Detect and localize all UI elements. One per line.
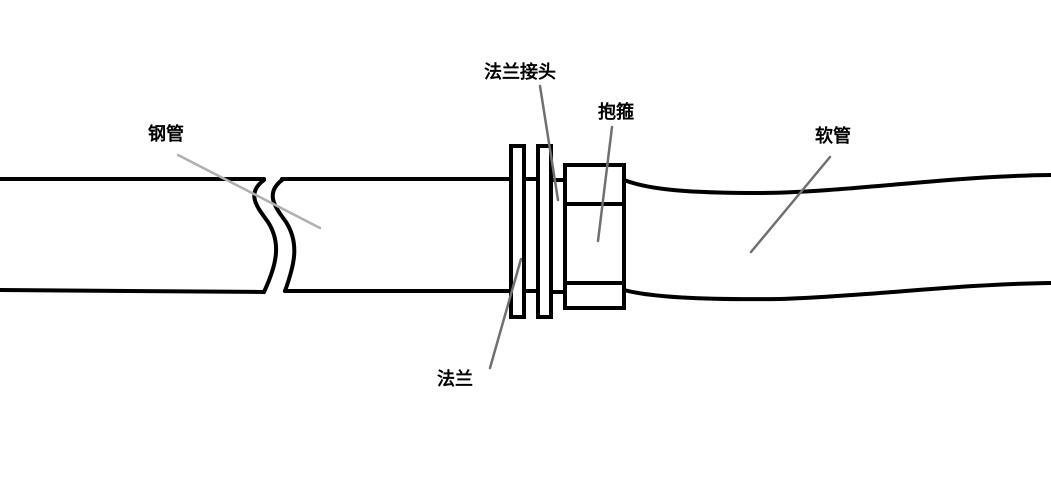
hose	[622, 173, 1051, 302]
clamp	[551, 163, 626, 310]
leader-hose	[749, 155, 832, 254]
flanges	[509, 144, 553, 319]
hose-bottom-edge	[622, 281, 1051, 302]
label-hose: 软管	[815, 126, 851, 147]
pipe-break-curve-right	[270, 178, 297, 293]
clamp-body	[563, 163, 626, 310]
hose-top-edge	[622, 173, 1051, 196]
leader-flange-joint	[538, 84, 560, 202]
label-steel-pipe: 钢管	[148, 124, 184, 145]
leader-steel-pipe	[176, 153, 322, 230]
steel-pipe-bottom-edge-left	[0, 288, 266, 294]
steel-pipe	[0, 177, 512, 294]
leader-flange	[488, 257, 523, 370]
label-clamp: 抱箍	[598, 102, 634, 123]
leader-clamp	[596, 125, 614, 243]
flange-plate-right	[536, 144, 553, 319]
label-flange: 法兰	[437, 369, 473, 390]
flange-plate-left	[509, 144, 526, 319]
label-flange-joint: 法兰接头	[484, 62, 556, 83]
